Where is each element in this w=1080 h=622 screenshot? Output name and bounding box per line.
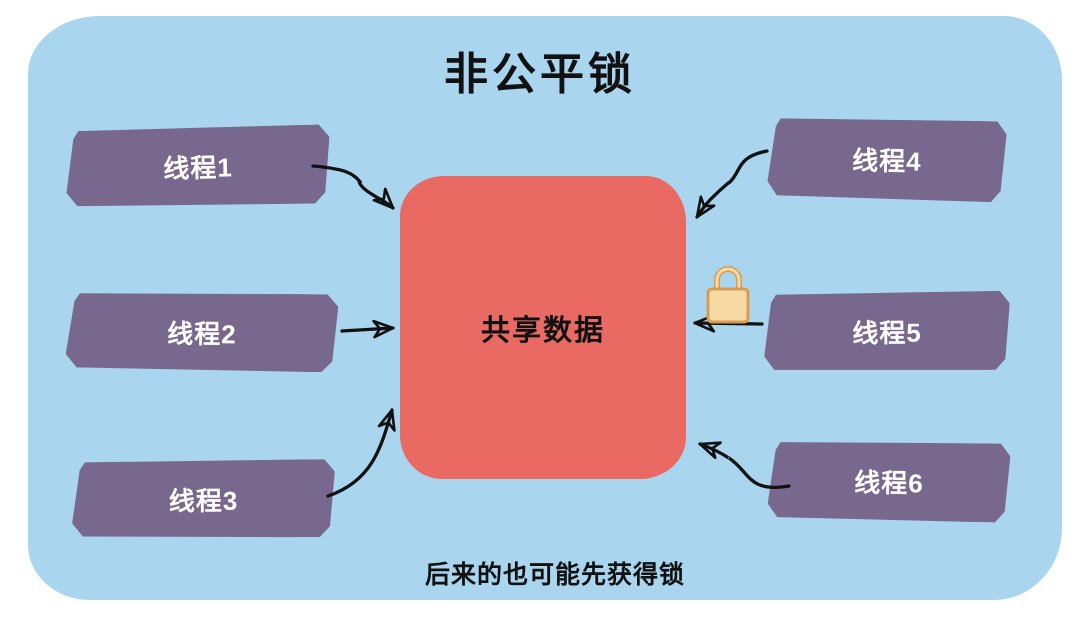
thread-6-label: 线程6 bbox=[854, 467, 924, 499]
thread-3-label: 线程3 bbox=[168, 485, 239, 516]
thread-box-5: 线程5 bbox=[764, 291, 1011, 373]
thread-5-label: 线程5 bbox=[852, 317, 922, 349]
diagram-caption: 后来的也可能先获得锁 bbox=[424, 561, 685, 589]
shared-data-label: 共享数据 bbox=[480, 314, 605, 347]
padlock-icon bbox=[706, 266, 750, 324]
thread-4-label: 线程4 bbox=[851, 145, 923, 177]
thread-box-1: 线程1 bbox=[65, 124, 331, 209]
thread-box-6: 线程6 bbox=[767, 440, 1010, 522]
thread-2-label: 线程2 bbox=[167, 318, 237, 349]
thread-box-2: 线程2 bbox=[66, 292, 339, 373]
shared-data-box: 共享数据 bbox=[400, 176, 686, 479]
diagram-title: 非公平锁 bbox=[444, 50, 636, 99]
thread-box-3: 线程3 bbox=[72, 459, 336, 539]
thread-1-label: 线程1 bbox=[162, 152, 234, 184]
thread-box-4: 线程4 bbox=[767, 117, 1007, 203]
